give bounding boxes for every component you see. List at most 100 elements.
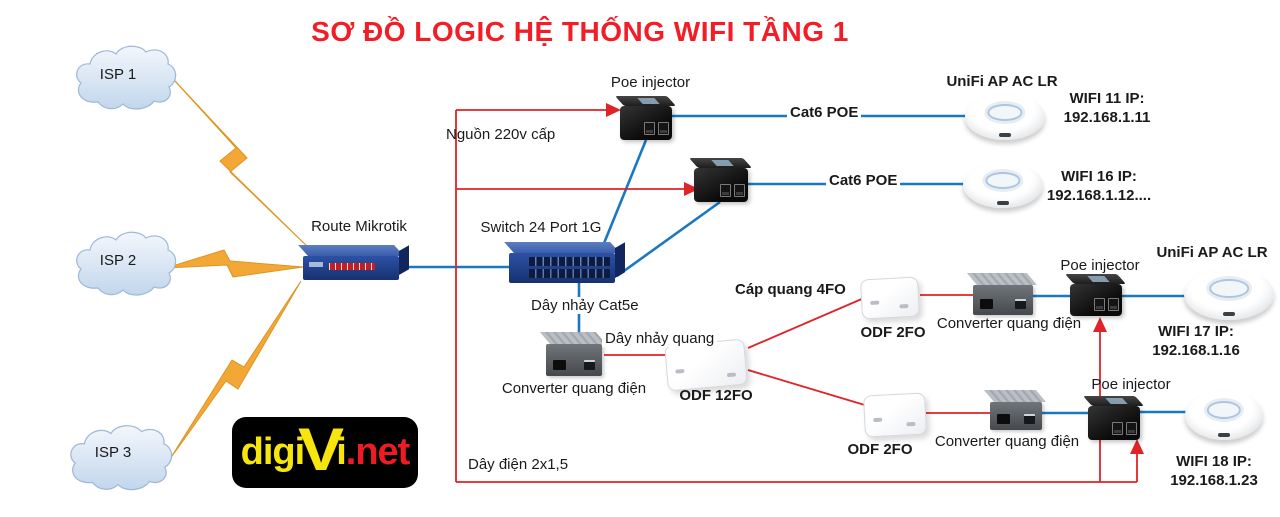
odf-slot (726, 372, 737, 378)
ap-port-notch (1218, 432, 1230, 437)
isp-cloud-2: ISP 2 (68, 226, 178, 298)
ethernet-port-icon (720, 184, 731, 197)
power-fiber-line-group (455, 109, 1138, 483)
router-device (303, 256, 399, 280)
media-converter-3 (990, 402, 1042, 430)
odf-slot (899, 304, 909, 309)
cloud-icon (76, 45, 177, 110)
ethernet-port-icon (1024, 414, 1035, 424)
odf-slot (906, 421, 916, 427)
wifi16-ip: 192.168.1.12.... (1046, 186, 1152, 204)
page-title: SƠ ĐỒ LOGIC HỆ THỐNG WIFI TẦNG 1 (311, 16, 849, 47)
wifi11-ip: 192.168.1.11 (1063, 108, 1151, 126)
ethernet-port-icon (658, 122, 669, 135)
switch-port-row (529, 257, 610, 266)
media-converter-2 (973, 285, 1033, 315)
poe-label-sticker (711, 160, 734, 166)
isp-label: ISP 3 (94, 444, 132, 461)
switch-label: Switch 24 Port 1G (480, 219, 602, 236)
ap-port-notch (999, 132, 1011, 137)
ap-port-notch (1223, 312, 1235, 317)
converter-label-2: Converter quang điện (936, 315, 1082, 332)
ethernet-port-icon (584, 360, 595, 370)
odf-2fo-box-top (859, 276, 921, 320)
ap-ring (985, 172, 1021, 189)
unifi-ap-wifi11 (965, 94, 1045, 140)
logo-text-digi: digi (240, 431, 306, 473)
poe-injector-1 (620, 98, 672, 140)
media-converter-1 (546, 344, 602, 376)
logo-text-net: .net (345, 431, 411, 473)
power-source-label: Nguồn 220v cấp (446, 126, 556, 143)
ethernet-port-icon (1015, 299, 1026, 309)
fiber-port-icon (553, 360, 566, 370)
lightning-bolt-isp2 (165, 249, 304, 278)
wifi17-name: WIFI 17 IP: (1158, 323, 1234, 340)
fiber-jumper-label: Dây nhảy quang (602, 330, 718, 347)
unifi-ap-wifi17 (1184, 268, 1274, 320)
wifi16-info: WIFI 16 IP: 192.168.1.12.... (1036, 168, 1162, 206)
poe-label-sticker (637, 98, 660, 104)
unifi-ap-label-1: UniFi AP AC LR (946, 73, 1058, 90)
poe-injector-label-1: Poe injector (610, 74, 691, 91)
poe-injector-label-3: Poe injector (1060, 257, 1140, 274)
wifi11-info: WIFI 11 IP: 192.168.1.11 (1048, 90, 1166, 128)
unifi-ap-label-2: UniFi AP AC LR (1156, 244, 1268, 261)
isp-cloud-3: ISP 3 (62, 418, 174, 494)
wifi18-info: WIFI 18 IP: 192.168.1.23 (1158, 453, 1270, 491)
router-label: Route Mikrotik (311, 218, 407, 235)
lightning-bolt-isp3 (169, 280, 302, 460)
odf-2fo-label-top: ODF 2FO (860, 324, 926, 341)
poe-injector-label-4: Poe injector (1091, 376, 1171, 393)
ethernet-port-icon (644, 122, 655, 135)
ap-ring (1209, 279, 1249, 299)
power-wire-label: Dây điện 2x1,5 (468, 456, 569, 473)
ap-port-notch (997, 200, 1009, 205)
cloud-icon (70, 425, 173, 491)
ethernet-port-icon (1108, 298, 1119, 311)
poe-injector-3 (1070, 276, 1122, 316)
wifi18-name: WIFI 18 IP: (1176, 453, 1252, 470)
cat5e-jumper-label: Dây nhảy Cat5e (528, 297, 642, 314)
isp-label: ISP 2 (99, 252, 137, 269)
converter-label-1: Converter quang điện (501, 380, 647, 397)
wifi17-info: WIFI 17 IP: 192.168.1.16 (1140, 323, 1252, 361)
ethernet-port-icon (734, 184, 745, 197)
cloud-icon (76, 231, 177, 296)
odf-slot (675, 369, 685, 374)
unifi-ap-wifi18 (1185, 390, 1263, 440)
odf-12fo-label: ODF 12FO (679, 387, 753, 404)
ap-ring (987, 104, 1023, 121)
cat6-poe-label-1: Cat6 POE (787, 104, 862, 121)
ap-ring (1206, 401, 1242, 419)
poe-label-sticker (1105, 398, 1128, 404)
arrowhead-group (606, 103, 1144, 454)
isp-cloud-1: ISP 1 (68, 40, 178, 112)
poe-injector-4 (1088, 398, 1140, 440)
cat6-poe-label-2: Cat6 POE (826, 172, 901, 189)
ethernet-port-icon (1094, 298, 1105, 311)
odf-2fo-label-bottom: ODF 2FO (847, 441, 913, 458)
router-display-strip (329, 263, 375, 270)
wifi17-ip: 192.168.1.16 (1152, 341, 1240, 359)
logo-text-v: V (298, 415, 345, 483)
poe-injector-2 (694, 160, 748, 202)
converter-label-3: Converter quang điện (934, 433, 1080, 450)
odf-2fo-box-bottom (862, 392, 928, 438)
poe-label-sticker (1087, 276, 1110, 282)
wifi16-name: WIFI 16 IP: (1061, 168, 1137, 185)
switch-port-row (529, 269, 610, 278)
odf-slot (870, 300, 880, 305)
fiber-port-icon (997, 414, 1010, 424)
ethernet-port-icon (1126, 422, 1137, 435)
unifi-ap-wifi16 (963, 162, 1043, 208)
ethernet-port-icon (1112, 422, 1123, 435)
router-led-panel (309, 262, 323, 267)
logo-text-i: i (336, 431, 347, 473)
odf-slot (873, 417, 883, 423)
lightning-bolt-isp1 (162, 67, 313, 252)
fiber-port-icon (980, 299, 993, 309)
